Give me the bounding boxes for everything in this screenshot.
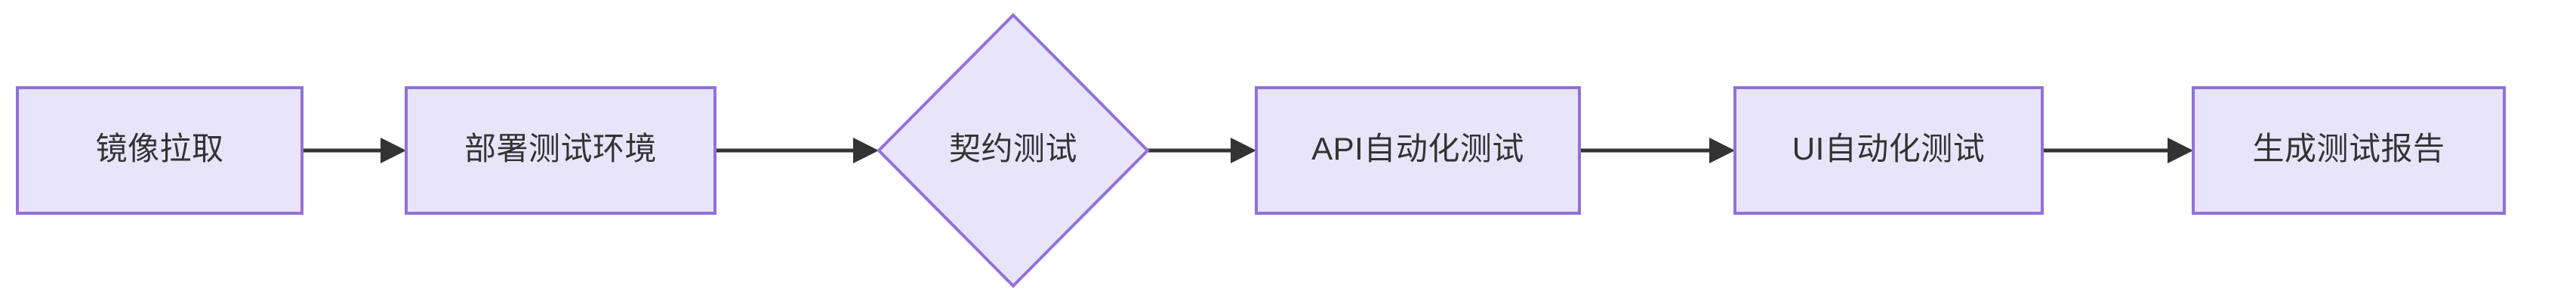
node-rect-shape	[1733, 86, 2044, 215]
node-label: API自动化测试	[1311, 131, 1524, 166]
flow-node-n4[interactable]: API自动化测试	[1255, 86, 1581, 215]
edges-group	[302, 138, 2193, 163]
node-diamond-shape	[877, 13, 1150, 288]
nodes-group: 镜像拉取 部署测试环境 契约测试 API自动化测试 UI自动化测试 生成测试报告	[16, 13, 2506, 288]
arrowhead-icon	[1231, 138, 1256, 163]
edge-arrow	[1148, 138, 1256, 163]
node-label: UI自动化测试	[1792, 131, 1986, 166]
flow-node-n5[interactable]: UI自动化测试	[1733, 86, 2044, 215]
node-label: 镜像拉取	[95, 131, 223, 166]
node-rect-shape	[1255, 86, 1581, 215]
edge-arrow	[715, 138, 879, 163]
arrowhead-icon	[2168, 138, 2193, 163]
edge-arrow	[1579, 138, 1735, 163]
node-label: 部署测试环境	[464, 131, 657, 166]
node-label: 生成测试报告	[2252, 131, 2445, 166]
arrowhead-icon	[381, 138, 406, 163]
node-rect-shape	[2192, 86, 2506, 215]
flow-node-n6[interactable]: 生成测试报告	[2192, 86, 2506, 215]
arrowhead-icon	[1709, 138, 1735, 163]
arrowhead-icon	[853, 138, 879, 163]
flow-node-n1[interactable]: 镜像拉取	[16, 86, 304, 215]
flow-node-n2[interactable]: 部署测试环境	[405, 86, 716, 215]
edge-arrow	[2042, 138, 2193, 163]
flow-node-n3[interactable]: 契约测试	[877, 13, 1150, 288]
node-label: 契约测试	[949, 131, 1077, 166]
node-rect-shape	[405, 86, 716, 215]
node-rect-shape	[16, 86, 304, 215]
edge-arrow	[302, 138, 406, 163]
